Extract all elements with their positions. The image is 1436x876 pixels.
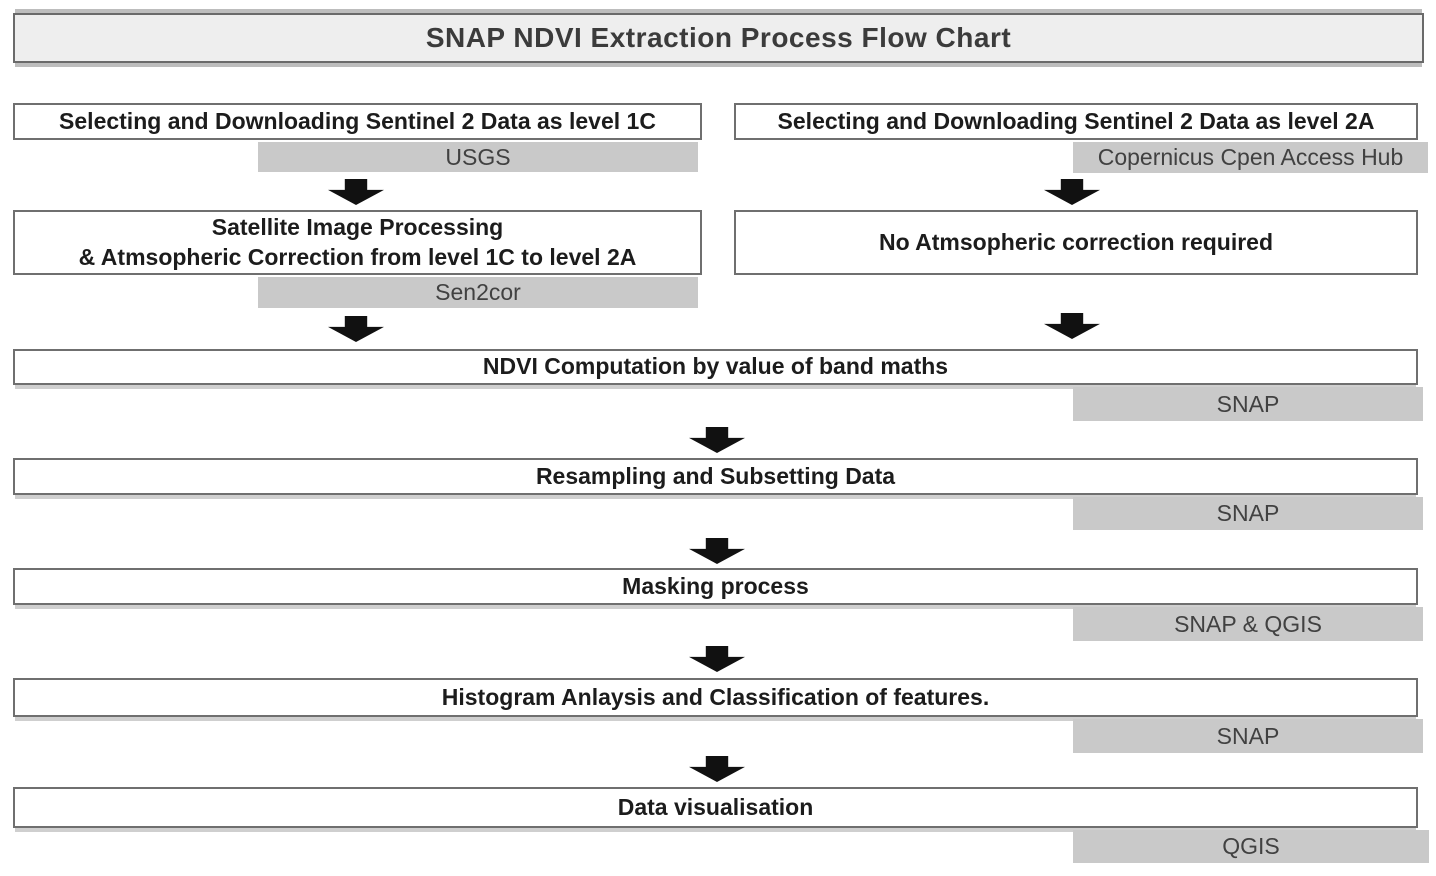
down-arrow-icon [328, 316, 384, 342]
tool-label-copernicus: Copernicus Cpen Access Hub [1073, 142, 1428, 173]
tool-label-snap: SNAP [1073, 497, 1423, 530]
down-arrow-icon [1044, 313, 1100, 339]
step-box-select-level-2a: Selecting and Downloading Sentinel 2 Dat… [734, 103, 1418, 140]
down-arrow-icon [689, 756, 745, 782]
down-arrow-icon [689, 538, 745, 564]
tool-label-sen2cor: Sen2cor [258, 277, 698, 308]
step-box-atmospheric-correction: Satellite Image Processing & Atmsopheric… [13, 210, 702, 275]
step-box-data-visualisation: Data visualisation [13, 787, 1418, 828]
down-arrow-icon [328, 179, 384, 205]
tool-label-qgis: QGIS [1073, 830, 1429, 863]
step-box-no-correction: No Atmsopheric correction required [734, 210, 1418, 275]
step-box-resampling-subsetting: Resampling and Subsetting Data [13, 458, 1418, 495]
step-box-select-level-1c: Selecting and Downloading Sentinel 2 Dat… [13, 103, 702, 140]
tool-label-usgs: USGS [258, 142, 698, 172]
step-box-line2: & Atmsopheric Correction from level 1C t… [78, 243, 637, 270]
down-arrow-icon [689, 427, 745, 453]
tool-label-snap: SNAP [1073, 719, 1423, 753]
down-arrow-icon [1044, 179, 1100, 205]
down-arrow-icon [689, 646, 745, 672]
step-box-histogram-analysis: Histogram Anlaysis and Classification of… [13, 678, 1418, 717]
chart-title: SNAP NDVI Extraction Process Flow Chart [13, 13, 1424, 63]
step-box-line1: Satellite Image Processing [211, 213, 504, 240]
tool-label-snap-qgis: SNAP & QGIS [1073, 607, 1423, 641]
tool-label-snap: SNAP [1073, 387, 1423, 421]
step-box-masking-process: Masking process [13, 568, 1418, 605]
step-box-ndvi-computation: NDVI Computation by value of band maths [13, 349, 1418, 385]
